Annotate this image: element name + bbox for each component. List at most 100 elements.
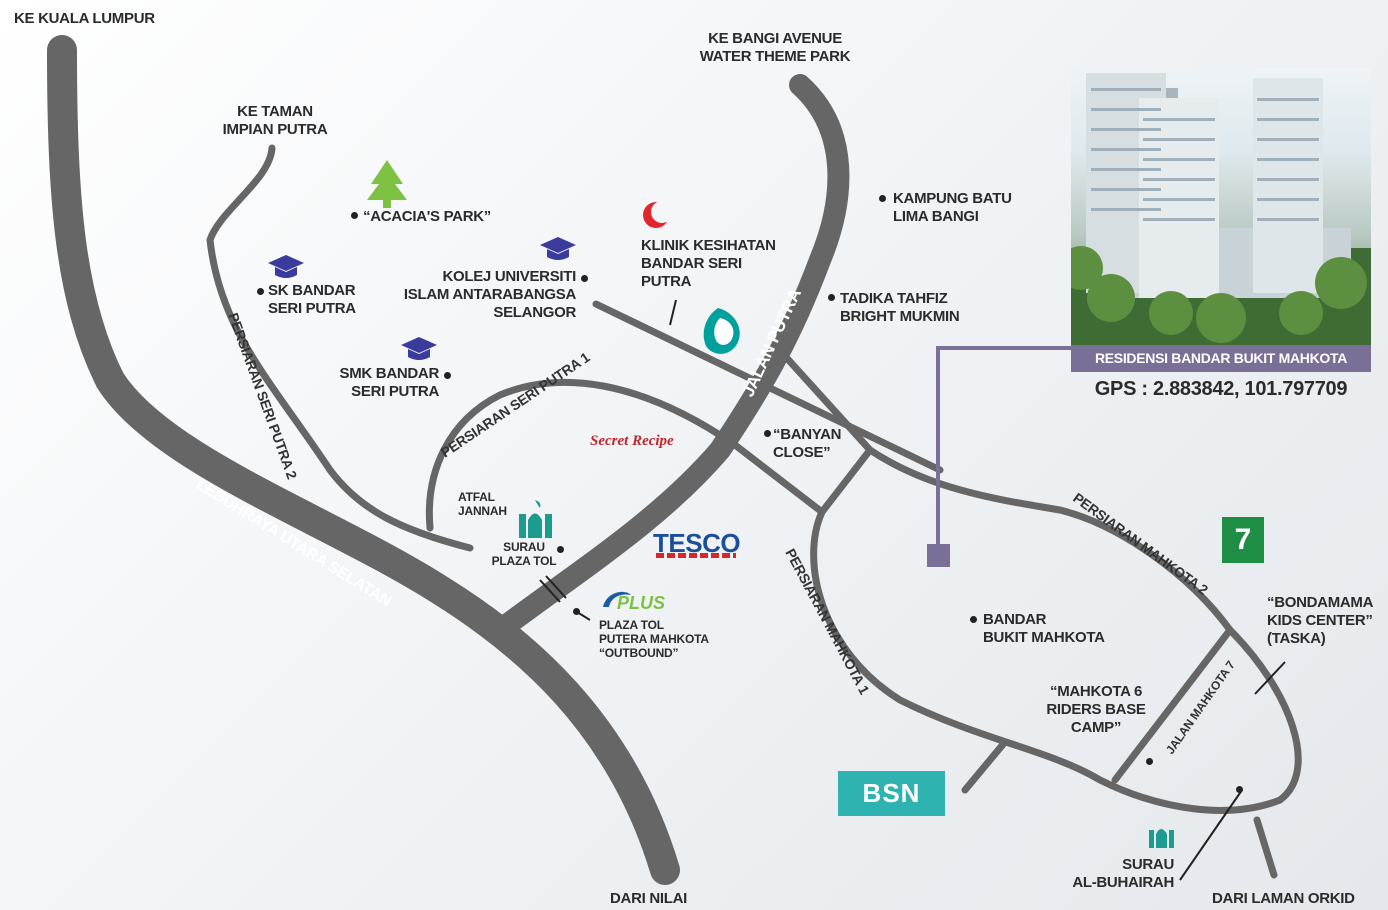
label-line: BUKIT MAHKOTA bbox=[983, 629, 1105, 646]
graduation-cap-icon bbox=[540, 237, 576, 260]
label-klinik: KLINIK KESIHATAN BANDAR SERI PUTRA bbox=[641, 237, 776, 291]
label-line: ISLAM ANTARABANGSA bbox=[403, 286, 576, 303]
poi-dot bbox=[257, 288, 264, 295]
label-line: SELANGOR bbox=[493, 304, 576, 321]
label-line: IMPIAN PUTRA bbox=[222, 121, 328, 138]
red-crescent-icon bbox=[643, 201, 673, 228]
road-persiaran-mahkota-1 bbox=[810, 508, 1302, 814]
label-line: PUTERA MAHKOTA bbox=[599, 632, 709, 646]
label-line: KIDS CENTER” bbox=[1267, 612, 1373, 629]
development-connector bbox=[936, 346, 1071, 545]
development-name-banner: RESIDENSI BANDAR BUKIT MAHKOTA bbox=[1071, 345, 1371, 372]
label-ke-bangi: KE BANGI AVENUE WATER THEME PARK bbox=[690, 30, 860, 66]
label-line: AL-BUHAIRAH bbox=[1072, 874, 1174, 891]
poi-dot bbox=[573, 608, 580, 615]
label-line: PLAZA TOL bbox=[599, 618, 664, 632]
tesco-stripe bbox=[656, 553, 736, 558]
label-sk-bandar: SK BANDAR SERI PUTRA bbox=[268, 282, 356, 318]
plus-logo: PLUS bbox=[603, 591, 665, 613]
road-label-psp2: PERSIARAN SERI PUTRA 2 bbox=[225, 311, 300, 482]
label-tadika: TADIKA TAHFIZ BRIGHT MUKMIN bbox=[840, 290, 960, 326]
label-line: “BONDAMAMA bbox=[1267, 594, 1374, 611]
label-kolej: KOLEJ UNIVERSITI ISLAM ANTARABANGSA SELA… bbox=[390, 268, 576, 322]
development-photo bbox=[1071, 68, 1371, 346]
label-line: CLOSE” bbox=[773, 444, 831, 461]
petronas-icon bbox=[703, 308, 740, 354]
development-marker[interactable] bbox=[927, 544, 950, 567]
poi-dot bbox=[581, 275, 588, 282]
label-dari-nilai: DARI NILAI bbox=[610, 890, 687, 907]
label-line: BANDAR bbox=[983, 611, 1047, 628]
label-line: SERI PUTRA bbox=[351, 383, 439, 400]
label-line: SERI PUTRA bbox=[268, 300, 356, 317]
buildings-illustration bbox=[1071, 73, 1371, 346]
graduation-cap-icon bbox=[401, 337, 437, 360]
label-line: CAMP” bbox=[1070, 719, 1122, 736]
label-plaza-tol-putera: PLAZA TOL PUTERA MAHKOTA “OUTBOUND” bbox=[599, 618, 709, 660]
label-line: JANNAH bbox=[458, 504, 507, 518]
poi-dot bbox=[557, 546, 564, 553]
label-line: SURAU bbox=[503, 540, 545, 554]
road-jalan-mahkota-7 bbox=[1111, 626, 1234, 784]
label-line: ATFAL bbox=[458, 490, 495, 504]
road-persiaran-mahkota-2 bbox=[866, 446, 1234, 634]
label-line: LIMA BANGI bbox=[893, 208, 979, 225]
label-line: KOLEJ UNIVERSITI bbox=[442, 268, 576, 285]
graduation-cap-icon bbox=[268, 255, 304, 278]
mosque-icon bbox=[1149, 829, 1174, 848]
label-surau-plaza-tol: SURAU PLAZA TOL bbox=[486, 540, 562, 568]
poi-dot bbox=[970, 616, 977, 623]
road-banyan bbox=[818, 446, 874, 516]
label-bondamama: “BONDAMAMA KIDS CENTER” (TASKA) bbox=[1267, 594, 1373, 648]
road-label-psp1: PERSIARAN SERI PUTRA 1 bbox=[438, 349, 593, 461]
gps-coordinates: GPS : 2.883842, 101.797709 bbox=[1094, 378, 1348, 400]
label-atfal-jannah: ATFAL JANNAH bbox=[458, 490, 507, 518]
bsn-logo: BSN bbox=[838, 771, 945, 816]
label-ke-taman: KE TAMAN IMPIAN PUTRA bbox=[215, 103, 335, 139]
road-jalan-putra bbox=[489, 74, 850, 641]
poi-dot bbox=[828, 294, 835, 301]
label-bandar-bukit-mahkota: BANDAR BUKIT MAHKOTA bbox=[983, 611, 1105, 647]
label-line: PUTRA bbox=[641, 273, 692, 290]
label-kampung-batu: KAMPUNG BATU LIMA BANGI bbox=[893, 190, 1012, 226]
plus-logo-text: PLUS bbox=[617, 593, 665, 613]
label-line: WATER THEME PARK bbox=[699, 48, 851, 65]
road-label-pm1: PERSIARAN MAHKOTA 1 bbox=[782, 546, 873, 697]
poi-dot bbox=[1146, 758, 1153, 765]
label-smk-bandar: SMK BANDAR SERI PUTRA bbox=[320, 365, 440, 401]
label-line: BANDAR SERI bbox=[641, 255, 742, 272]
label-line: SMK BANDAR bbox=[339, 365, 440, 382]
label-line: SURAU bbox=[1122, 856, 1174, 873]
label-line: (TASKA) bbox=[1267, 630, 1326, 647]
road-laman-orkid bbox=[1253, 816, 1278, 879]
label-line: SK BANDAR bbox=[268, 282, 356, 299]
label-line: KLINIK KESIHATAN bbox=[641, 237, 776, 254]
label-ke-kuala-lumpur: KE KUALA LUMPUR bbox=[14, 10, 155, 27]
road-bsn-spur bbox=[961, 738, 1009, 794]
poi-dot bbox=[879, 195, 886, 202]
label-riders-base: “MAHKOTA 6 RIDERS BASE CAMP” bbox=[1036, 683, 1156, 737]
poi-dot bbox=[444, 372, 451, 379]
road-jalan-putra-branch bbox=[771, 341, 874, 454]
label-line: PLAZA TOL bbox=[491, 554, 557, 568]
poi-dot bbox=[1236, 786, 1243, 793]
label-surau-al-buhairah: SURAU AL-BUHAIRAH bbox=[1058, 856, 1174, 892]
label-line: TADIKA TAHFIZ bbox=[840, 290, 948, 307]
label-line: RIDERS BASE bbox=[1046, 701, 1146, 718]
road-persiaran-seri-putra-1 bbox=[425, 378, 826, 532]
tree-icon bbox=[367, 160, 407, 208]
road-kolej bbox=[592, 300, 944, 474]
secret-recipe-logo: Secret Recipe bbox=[590, 433, 674, 449]
label-line: KE TAMAN bbox=[237, 103, 313, 120]
road-lebuhraya bbox=[47, 35, 680, 885]
label-line: “OUTBOUND” bbox=[599, 646, 679, 660]
label-dari-laman-orkid: DARI LAMAN ORKID bbox=[1212, 890, 1355, 907]
label-banyan-close: “BANYAN CLOSE” bbox=[773, 426, 842, 462]
road-persiaran-seri-putra-2 bbox=[206, 144, 474, 552]
label-line: KE BANGI AVENUE bbox=[708, 30, 842, 47]
label-acacia-park: “ACACIA'S PARK” bbox=[363, 208, 491, 225]
seven-eleven-logo: 7 bbox=[1222, 517, 1264, 563]
label-line: KAMPUNG BATU bbox=[893, 190, 1012, 207]
label-line: “BANYAN bbox=[773, 426, 842, 443]
